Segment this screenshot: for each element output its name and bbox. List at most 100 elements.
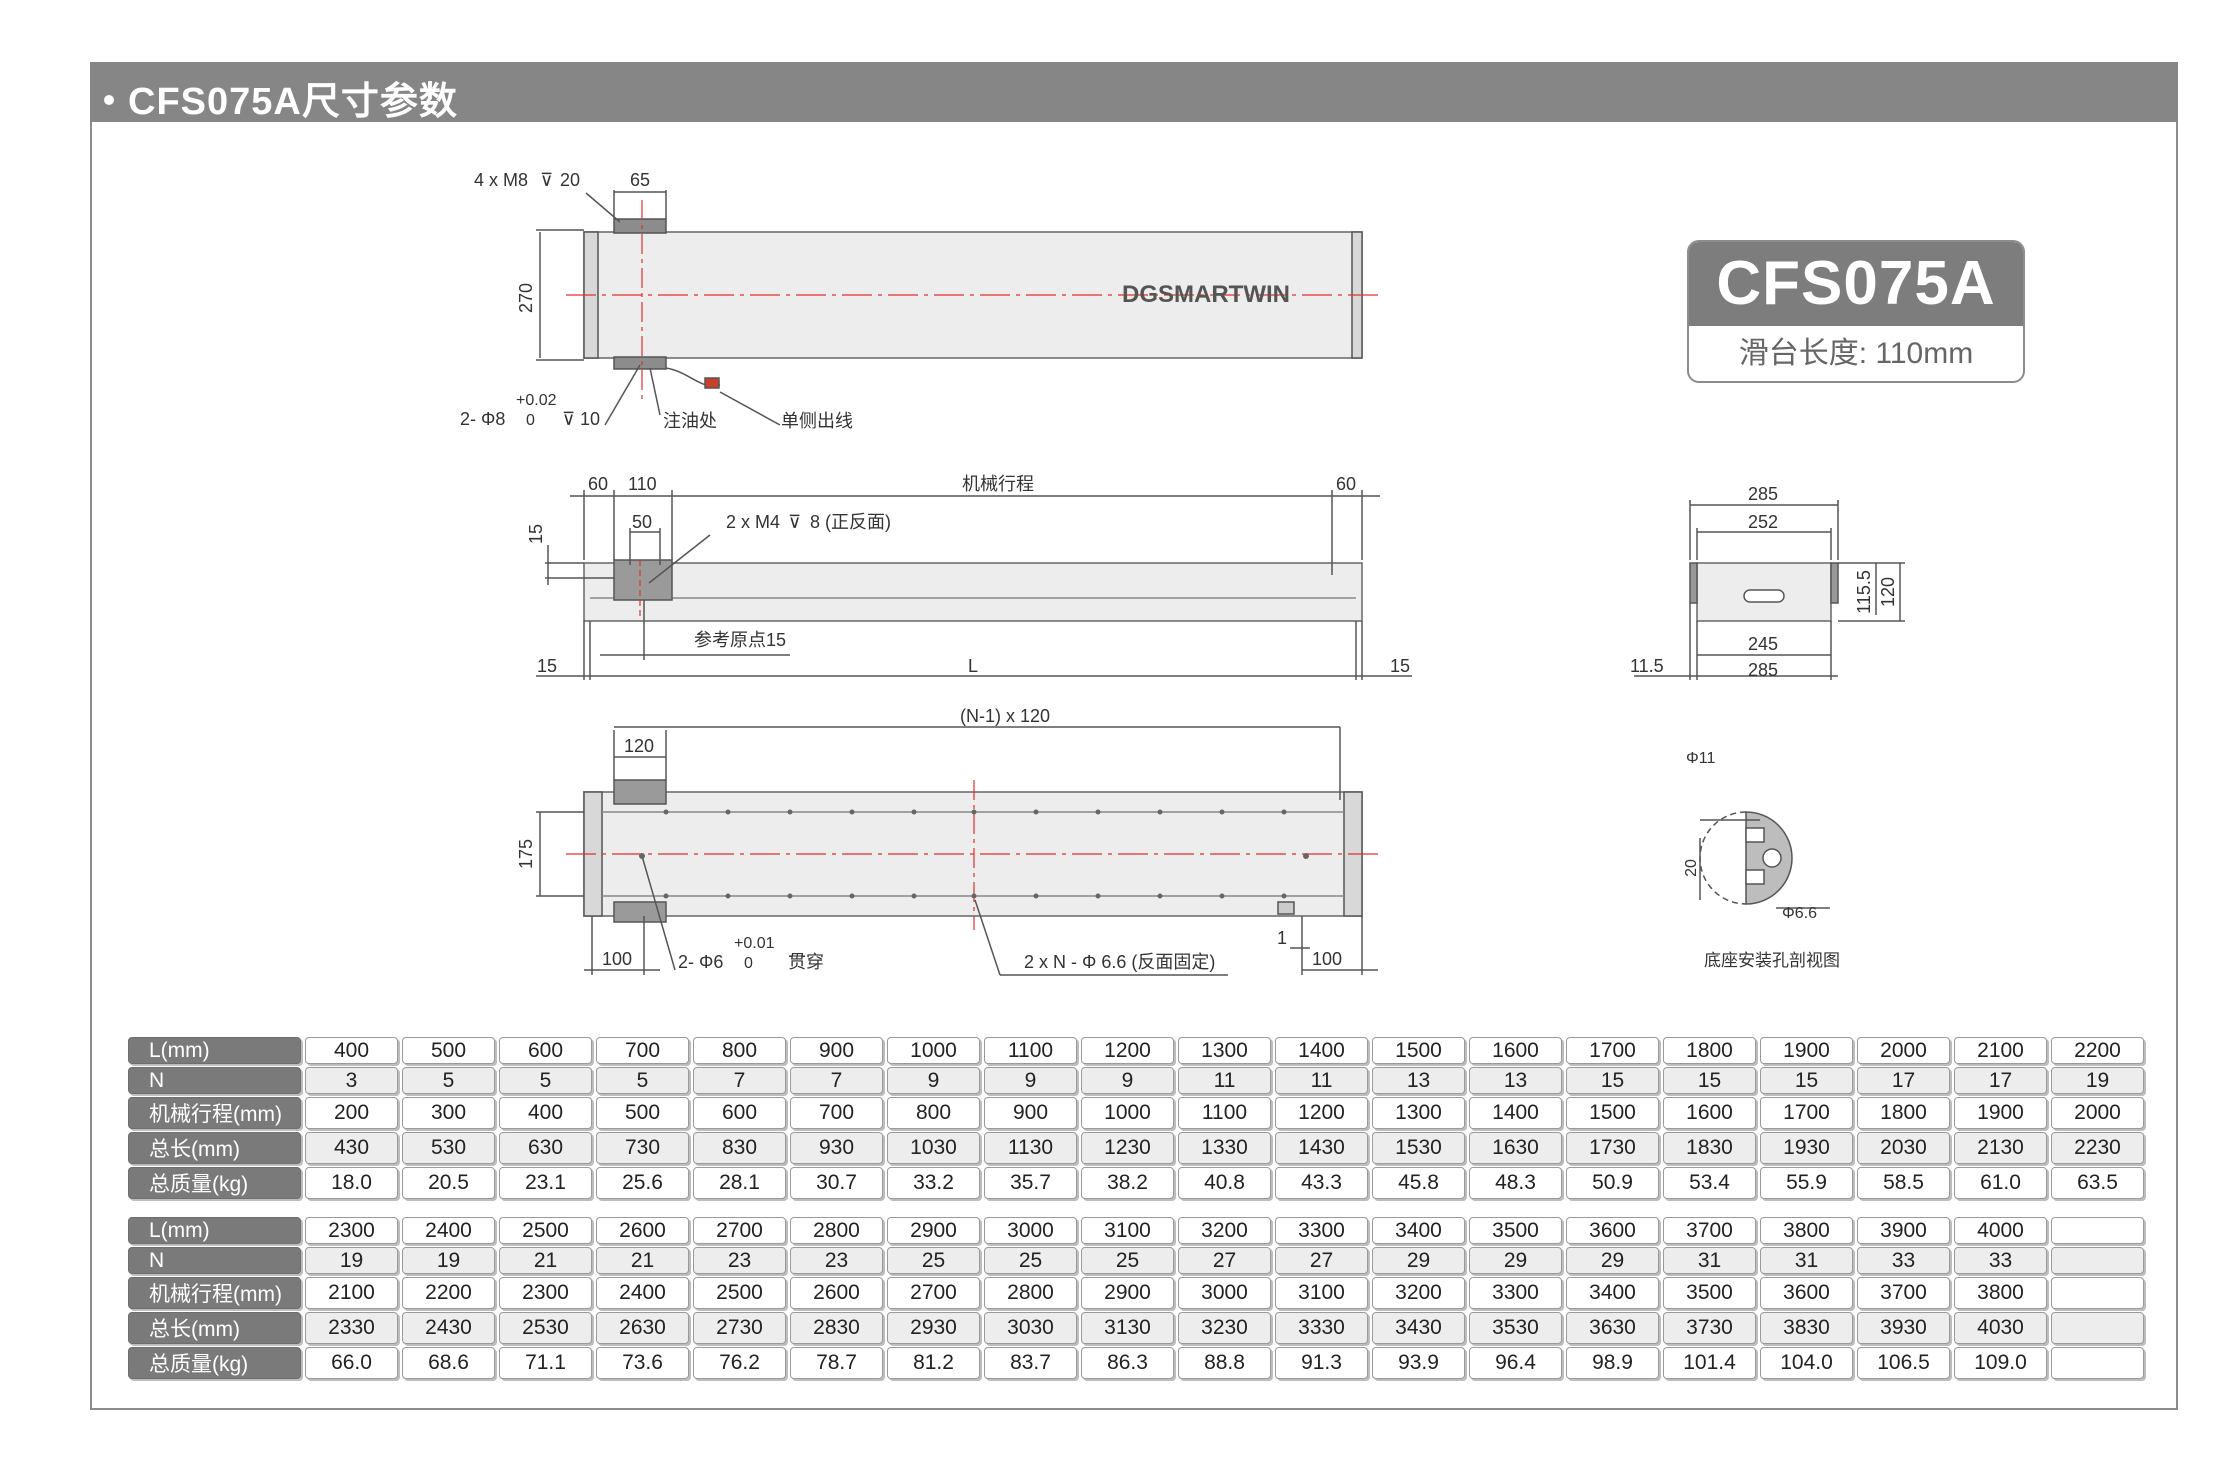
table-cell: 66.0 [305,1347,398,1379]
table-cell: 11 [1275,1067,1368,1094]
row-label: L(mm) [128,1037,301,1064]
table-cell: 3600 [1566,1217,1659,1244]
dim-15-left: 15 [537,656,557,676]
dim-285-bottom: 285 [1748,660,1778,680]
table-cell: 400 [305,1037,398,1064]
table-cell: 25.6 [596,1167,689,1199]
cable-connector [704,377,720,389]
brand-logo: DGSMARTWIN [1122,281,1290,308]
table-cell: 2700 [887,1277,980,1309]
table-cell: 23 [790,1247,883,1274]
table-cell: 3100 [1275,1277,1368,1309]
table-cell: 1500 [1566,1097,1659,1129]
table-cell: 78.7 [790,1347,883,1379]
mounting-hole [1095,809,1101,815]
m4-depth: 8 (正反面) [810,512,891,532]
dim-60-right: 60 [1336,474,1356,494]
table-cell: 4000 [1954,1217,2047,1244]
section-profile-outline [1699,811,1747,905]
table-cell: 2400 [596,1277,689,1309]
oil-label: 注油处 [663,411,717,431]
table-cell: 30.7 [790,1167,883,1199]
mounting-hole [663,809,669,815]
table-cell: 2130 [1954,1132,2047,1164]
table-cell: 1600 [1469,1037,1562,1064]
table-cell: 3330 [1275,1312,1368,1344]
dim-245: 245 [1748,634,1778,654]
table-cell: 5 [402,1067,495,1094]
mounting-hole [787,893,793,899]
table-cell: 1900 [1954,1097,2047,1129]
table-cell: 20.5 [402,1167,495,1199]
m4-depth-symbol: ⊽ [788,512,801,532]
table-cell: 91.3 [1275,1347,1368,1379]
table-cell: 630 [499,1132,592,1164]
table-cell: 1230 [1081,1132,1174,1164]
mounting-hole [1219,893,1225,899]
table-cell: 2000 [2051,1097,2144,1129]
hole-leader [974,899,1001,976]
table-cell: 17 [1954,1067,2047,1094]
table-cell: 3200 [1372,1277,1465,1309]
bottom-view-slider-top [613,779,667,805]
table-cell: 71.1 [499,1347,592,1379]
row-label: 机械行程(mm) [128,1277,301,1309]
pin-note: 2- Φ8 [460,409,505,429]
pin2-note: 2- Φ6 [678,952,723,972]
table-cell: 9 [984,1067,1077,1094]
table-cell: 2300 [499,1277,592,1309]
table-cell: 1800 [1857,1097,1950,1129]
dim-pitch: (N-1) x 120 [960,706,1050,726]
top-view [536,190,1380,426]
table-cell: 3730 [1663,1312,1756,1344]
table-cell: 1930 [1760,1132,1853,1164]
table-cell: 19 [2051,1067,2144,1094]
table-cell: 500 [596,1097,689,1129]
table-cell: 3300 [1469,1277,1562,1309]
table-cell: 830 [693,1132,786,1164]
mounting-hole [663,893,669,899]
pin2-tol-upper: +0.01 [734,935,775,952]
section-title: CFS075A尺寸参数 [104,70,458,125]
model-badge: CFS075A 滑台长度: 110mm [1687,240,2025,383]
table-cell: 55.9 [1760,1167,1853,1199]
table-cell: 1030 [887,1132,980,1164]
table-cell: 25 [887,1247,980,1274]
mounting-hole [1281,893,1287,899]
table-cell: 5 [499,1067,592,1094]
table-cell: 2630 [596,1312,689,1344]
table-cell: 500 [402,1037,495,1064]
table-cell [2051,1277,2144,1309]
table-cell: 600 [499,1037,592,1064]
table-cell: 63.5 [2051,1167,2144,1199]
model-name: CFS075A [1689,242,2023,326]
dim-120-end: 120 [1878,577,1898,607]
table-cell: 2800 [790,1217,883,1244]
mounting-hole [1281,809,1287,815]
table-cell: 18.0 [305,1167,398,1199]
table-cell: 1100 [984,1037,1077,1064]
table-cell: 1600 [1663,1097,1756,1129]
dim-100-right: 100 [1312,949,1342,969]
table-cell: 25 [984,1247,1077,1274]
end-view-slot [1743,589,1785,603]
dim-270: 270 [516,283,536,313]
table-cell: 2900 [1081,1277,1174,1309]
table-cell: 104.0 [1760,1347,1853,1379]
mounting-hole [911,893,917,899]
table-cell: 1330 [1178,1132,1271,1164]
table-cell: 31 [1760,1247,1853,1274]
row-label: N [128,1247,301,1274]
table-cell: 900 [790,1037,883,1064]
table-cell: 1400 [1469,1097,1562,1129]
table-cell: 1700 [1566,1037,1659,1064]
table-cell [2051,1347,2144,1379]
section-bore [1762,848,1782,868]
table-cell: 1800 [1663,1037,1756,1064]
table-cell: 3830 [1760,1312,1853,1344]
table-cell: 2100 [305,1277,398,1309]
end-view-flange-left [1689,562,1698,604]
